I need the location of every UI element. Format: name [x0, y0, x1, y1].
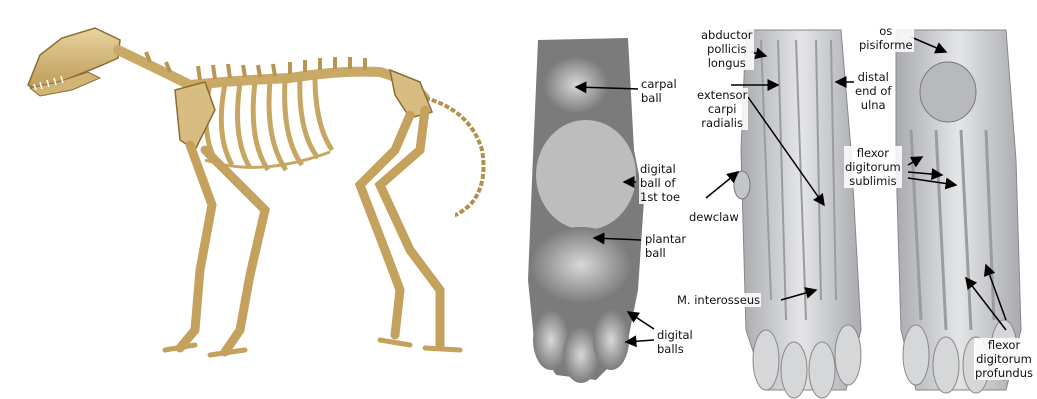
dog-skeleton-illustration	[0, 0, 510, 399]
label-dewclaw: dewclaw	[688, 210, 740, 224]
label-extensor-carpi-radialis: extensor carpi radialis	[696, 88, 748, 130]
label-digital-ball-1st-toe: digital ball of 1st toe	[639, 162, 681, 204]
paw-palmar-view	[528, 38, 644, 383]
label-flexor-digitorum-profundus: flexor digitorum profundus	[974, 338, 1034, 380]
skeleton-panel	[0, 0, 510, 399]
arrow-digital-balls-a	[628, 312, 654, 329]
label-digital-balls: digital balls	[656, 328, 694, 356]
label-os-pisiforme: os pisiforme	[858, 24, 914, 52]
hind-legs	[360, 110, 460, 350]
label-flexor-digitorum-sublimis: flexor digitorum sublimis	[844, 146, 902, 188]
tail	[425, 98, 484, 215]
label-carpal-ball: carpal ball	[640, 77, 678, 105]
label-abductor-pollicis-longus: abductor pollicis longus	[700, 28, 754, 70]
label-plantar-ball: plantar ball	[644, 232, 687, 260]
ribcage	[205, 76, 332, 170]
skull	[28, 28, 120, 96]
arrow-dewclaw	[706, 172, 738, 198]
front-legs	[165, 145, 265, 355]
paw-anatomy-panel: carpal ball digital ball of 1st toe plan…	[516, 0, 1037, 399]
label-distal-end-of-ulna: distal end of ulna	[854, 70, 892, 112]
label-m-interosseus: M. interosseus	[676, 293, 761, 307]
arrow-digital-balls-b	[626, 340, 654, 342]
paw-anatomy-illustration	[516, 0, 1037, 399]
